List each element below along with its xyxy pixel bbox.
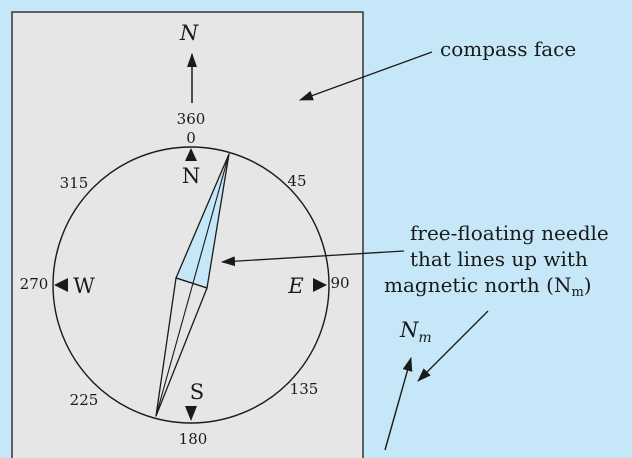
degree-0: 0 [186,129,196,147]
degree-315: 315 [60,174,89,192]
top-north-label: N [179,21,199,45]
needle-note-subscript: m [571,285,583,300]
cardinal-e-label: E [287,274,303,298]
mag-north-arrow [384,357,413,451]
cardinal-w-label: W [73,274,95,298]
mag-north-letter: N [399,318,419,342]
compass-face-pointer [299,51,433,101]
compass-card [11,11,364,458]
mag-north-subscript: m [418,330,431,346]
needle-note-line-3-main: magnetic north (N [384,273,571,297]
magnetic-needle [155,153,230,417]
degree-270: 270 [20,275,49,293]
west-pointer-triangle [54,278,68,292]
degree-135: 135 [290,380,319,398]
degree-45: 45 [287,172,306,190]
degree-180: 180 [179,430,208,448]
needle-note-line-1: free-floating needle [410,221,609,245]
north-pointer-triangle [185,148,197,161]
needle-note-line-3: magnetic north (Nm) [384,273,592,300]
compass-dial [52,146,330,424]
cardinal-s-label: S [190,380,204,404]
needle-axis [155,153,230,417]
degree-225: 225 [70,391,99,409]
compass-face-label: compass face [440,37,576,61]
mag-north-label: Nm [399,318,432,346]
mag-north-pointer [417,310,489,382]
needle-note-line-2: that lines up with [410,247,588,271]
needle-south-half [155,277,208,417]
needle-note-close-paren: ) [584,273,592,297]
east-pointer-triangle [313,278,327,292]
needle-note-pointer [221,250,405,267]
cardinal-n-label: N [182,164,200,188]
degree-90: 90 [330,274,349,292]
degree-360: 360 [177,110,206,128]
south-pointer-triangle [185,406,197,421]
